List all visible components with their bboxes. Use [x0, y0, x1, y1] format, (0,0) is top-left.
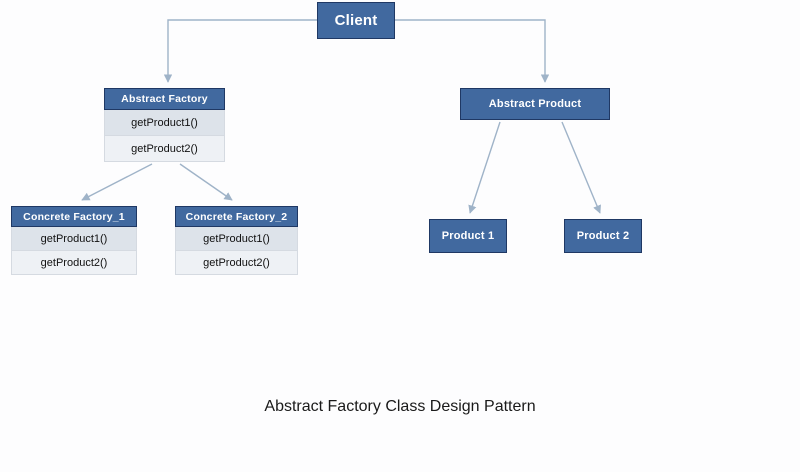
node-abstract-factory[interactable]: Abstract Factory getProduct1() getProduc… [104, 88, 225, 162]
node-abstract-product-label: Abstract Product [488, 98, 582, 110]
concrete-factory-2-method-2: getProduct2() [175, 251, 298, 275]
connector-abstract-factory-to-concrete-factory-1 [81, 163, 153, 201]
connector-abstract-product-to-product-2 [561, 121, 601, 214]
concrete-factory-2-method-1: getProduct1() [175, 227, 298, 251]
node-abstract-product[interactable]: Abstract Product [460, 88, 610, 120]
abstract-factory-method-1: getProduct1() [104, 110, 225, 136]
concrete-factory-2-title: Concrete Factory_2 [175, 206, 298, 227]
abstract-factory-title: Abstract Factory [104, 88, 225, 110]
diagram-caption: Abstract Factory Class Design Pattern [264, 398, 536, 415]
node-concrete-factory-1[interactable]: Concrete Factory_1 getProduct1() getProd… [11, 206, 137, 275]
concrete-factory-1-method-1: getProduct1() [11, 227, 137, 251]
concrete-factory-1-title: Concrete Factory_1 [11, 206, 137, 227]
node-product-1-label: Product 1 [441, 230, 495, 242]
node-client[interactable]: Client [317, 2, 395, 39]
node-concrete-factory-2[interactable]: Concrete Factory_2 getProduct1() getProd… [175, 206, 298, 275]
abstract-factory-method-2: getProduct2() [104, 136, 225, 162]
connector-abstract-product-to-product-1 [468, 121, 501, 214]
connector-abstract-factory-to-concrete-factory-2 [179, 163, 233, 201]
node-client-label: Client [334, 12, 378, 29]
node-product-2[interactable]: Product 2 [564, 219, 642, 253]
node-product-1[interactable]: Product 1 [429, 219, 507, 253]
concrete-factory-1-method-2: getProduct2() [11, 251, 137, 275]
connector-client-to-abstract-factory [163, 19, 317, 83]
connector-client-to-abstract-product [395, 19, 550, 83]
node-product-2-label: Product 2 [576, 230, 630, 242]
